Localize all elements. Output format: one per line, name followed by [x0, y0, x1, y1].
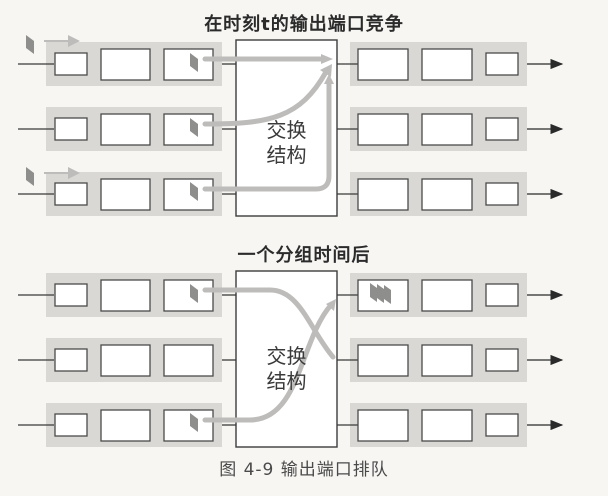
switch-fabric-label: 交换 结构 — [236, 344, 337, 394]
fabric-label-line2: 结构 — [266, 143, 307, 167]
switch-fabric-label: 交换 结构 — [236, 118, 337, 168]
output-port-2 — [337, 107, 562, 151]
fabric-label-line1: 交换 — [266, 344, 307, 368]
input-port-1 — [17, 272, 237, 318]
input-port-2 — [17, 337, 237, 383]
figure-caption: 图 4-9 输出端口排队 — [219, 460, 389, 480]
arriving-packet-icon — [26, 167, 80, 186]
input-port-3 — [17, 171, 237, 217]
fabric-label-line1: 交换 — [266, 118, 307, 142]
output-port-3 — [337, 403, 562, 447]
panel-top — [17, 35, 562, 217]
queued-packets-icon — [370, 283, 391, 304]
output-port-3 — [337, 172, 562, 216]
output-port-2 — [337, 338, 562, 382]
output-port-1 — [337, 42, 562, 86]
panel-title-bottom: 一个分组时间后 — [237, 245, 371, 266]
input-port-3 — [17, 402, 237, 448]
fabric-label-line2: 结构 — [266, 369, 307, 393]
panel-title-top: 在时刻t的输出端口竞争 — [204, 14, 404, 35]
fabric-paths — [202, 287, 336, 423]
panel-bottom — [17, 270, 562, 448]
arriving-packet-icon — [26, 35, 80, 54]
input-port-1 — [17, 41, 237, 87]
fabric-paths — [202, 56, 332, 192]
input-port-2 — [17, 106, 237, 152]
